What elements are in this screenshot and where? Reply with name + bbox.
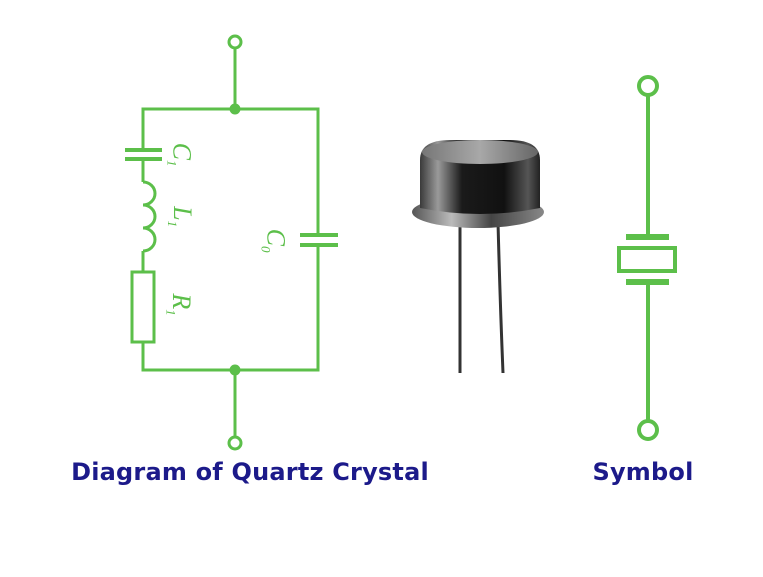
label-subscript: 1 — [164, 220, 180, 228]
symbol-caption: Symbol — [592, 458, 694, 486]
label-subscript: 1 — [163, 309, 179, 316]
equivalent-circuit — [125, 34, 338, 451]
crystal-symbol — [617, 75, 677, 441]
label-c1: C1 — [163, 143, 196, 167]
diagram-caption: Diagram of Quartz Crystal — [71, 458, 429, 486]
label-letter: C — [261, 228, 291, 247]
crystal-photo — [412, 140, 544, 374]
label-r1: R1 — [163, 293, 196, 315]
label-letter: R — [166, 293, 196, 310]
resistor-r1 — [130, 270, 156, 344]
label-subscript: 1 — [164, 160, 180, 167]
label-l1: L1 — [164, 206, 197, 227]
top-terminal — [227, 34, 243, 50]
label-letter: C — [167, 142, 197, 161]
label-c0: C0 — [257, 229, 290, 253]
bottom-terminal — [227, 435, 243, 451]
inductor-l1 — [142, 180, 157, 253]
label-letter: L — [168, 206, 198, 221]
label-subscript: 0 — [258, 246, 274, 253]
